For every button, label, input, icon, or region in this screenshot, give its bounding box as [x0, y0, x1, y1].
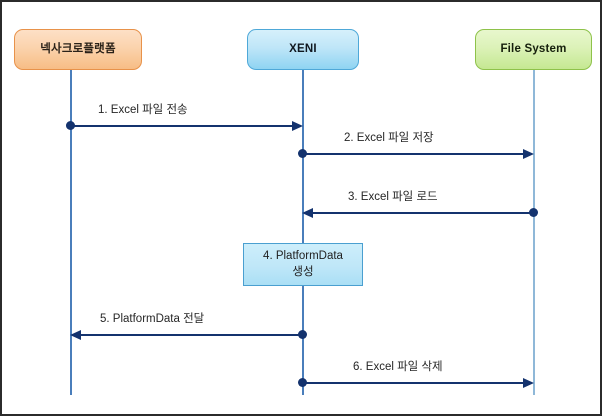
message-2-line[interactable] [303, 153, 524, 155]
lifeline-line-filesystem [533, 70, 535, 395]
action-box-text: 4. PlatformData 생성 [263, 249, 343, 280]
lifeline-header-xeni-label: XENI [289, 42, 317, 55]
action-box-platformdata-create[interactable]: 4. PlatformData 생성 [243, 243, 363, 286]
lifeline-header-nexacro[interactable]: 넥사크로플랫폼 [14, 29, 142, 70]
action-box-line2: 생성 [292, 265, 314, 278]
message-5-arrowhead-icon [70, 330, 81, 340]
message-2-arrowhead-icon [523, 149, 534, 159]
message-6-line[interactable] [303, 382, 524, 384]
message-3-arrowhead-icon [302, 208, 313, 218]
lifeline-line-xeni [302, 70, 304, 395]
lifeline-line-nexacro [70, 70, 72, 395]
action-box-line1: 4. PlatformData [263, 249, 343, 262]
message-1-origin-dot [66, 121, 75, 130]
message-5-label: 5. PlatformData 전달 [100, 313, 205, 325]
lifeline-header-nexacro-label: 넥사크로플랫폼 [40, 42, 116, 55]
message-1-arrowhead-icon [292, 121, 303, 131]
message-6-label: 6. Excel 파일 삭제 [353, 361, 443, 373]
message-2-label: 2. Excel 파일 저장 [344, 132, 434, 144]
message-3-label: 3. Excel 파일 로드 [348, 191, 438, 203]
message-6-origin-dot [298, 378, 307, 387]
lifeline-header-filesystem[interactable]: File System [475, 29, 592, 70]
message-6-arrowhead-icon [523, 378, 534, 388]
message-1-label: 1. Excel 파일 전송 [98, 104, 188, 116]
message-1-line[interactable] [71, 125, 293, 127]
lifeline-header-xeni[interactable]: XENI [247, 29, 359, 70]
message-2-origin-dot [298, 149, 307, 158]
message-5-line[interactable] [81, 334, 303, 336]
lifeline-header-filesystem-label: File System [500, 42, 567, 55]
message-3-line[interactable] [313, 212, 534, 214]
